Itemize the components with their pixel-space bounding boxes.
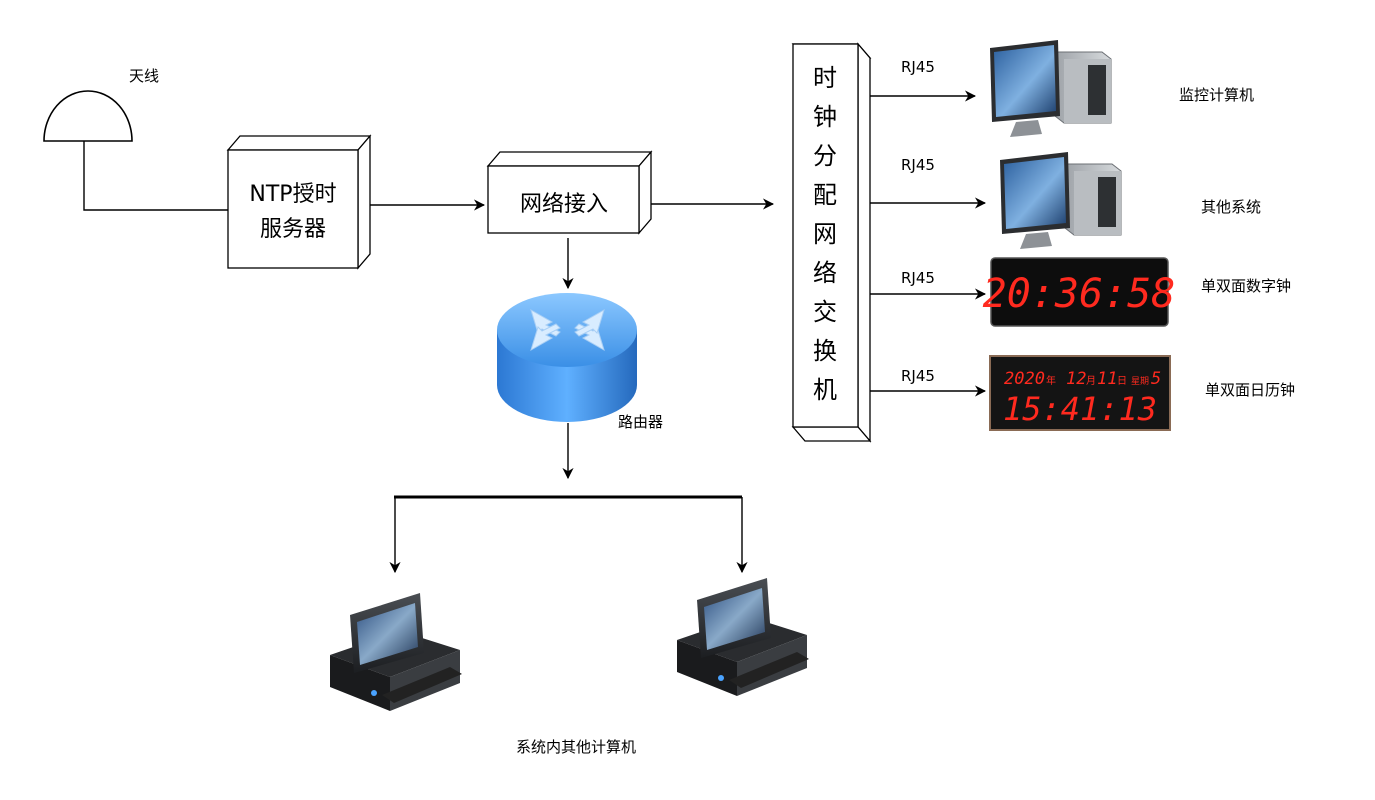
digital-clock-display: 20:36:58 [983,257,1176,327]
switch-label-char: 机 [813,376,837,404]
lan-computer-icon-right [677,578,809,696]
calendar-clock-label: 单双面日历钟 [1205,381,1295,399]
rj45-label-1: RJ45 [901,58,935,76]
monitor-computer-icon [990,40,1112,137]
monitor-computer-label: 监控计算机 [1179,86,1254,104]
switch-label-char: 分 [813,142,837,170]
clock-switch-box [791,42,872,443]
ntp-server-label-line2: 服务器 [260,217,326,242]
calendar-month-unit: 月 [1086,375,1096,387]
rj45-label-2: RJ45 [901,156,935,174]
digital-clock-time: 20:36:58 [983,271,1176,317]
antenna-cable [83,141,228,211]
clock-switch-label: 时 钟 分 配 网 络 交 换 机 [813,64,837,404]
antenna [43,90,228,211]
router-label: 路由器 [618,413,663,431]
switch-label-char: 换 [813,337,837,365]
rj45-label-3: RJ45 [901,269,935,287]
switch-label-char: 络 [813,259,837,287]
network-access-label: 网络接入 [520,192,608,217]
calendar-weekday: 5 [1151,369,1161,389]
calendar-clock-time: 15:41:13 [1003,390,1157,428]
ntp-server-label-line1: NTP授时 [249,182,336,207]
network-access-box [486,150,653,235]
calendar-day: 11 [1097,369,1117,389]
calendar-year-unit: 年 [1046,374,1056,387]
antenna-label: 天线 [129,67,159,85]
calendar-year: 2020 [1004,369,1045,389]
calendar-clock-display: 2020 年 12 月 11 日 星期 5 15:41:13 [989,355,1171,431]
router-icon [497,293,637,422]
switch-label-char: 配 [813,181,837,209]
switch-label-char: 时 [813,64,837,92]
calendar-day-unit: 日 [1117,376,1127,387]
rj45-label-4: RJ45 [901,367,935,385]
calendar-month: 12 [1066,369,1086,389]
switch-label-char: 钟 [813,103,837,131]
other-systems-computer-icon [1000,152,1122,249]
digital-clock-label: 单双面数字钟 [1201,277,1291,295]
calendar-weekday-label: 星期 [1131,376,1149,387]
other-systems-label: 其他系统 [1201,198,1261,216]
ntp-server-box [226,134,372,270]
switch-label-char: 网 [813,220,837,248]
lan-computers-label: 系统内其他计算机 [516,738,636,756]
lan-computer-icon-left [330,593,462,711]
antenna-dish-icon [43,90,133,142]
switch-label-char: 交 [813,298,837,326]
